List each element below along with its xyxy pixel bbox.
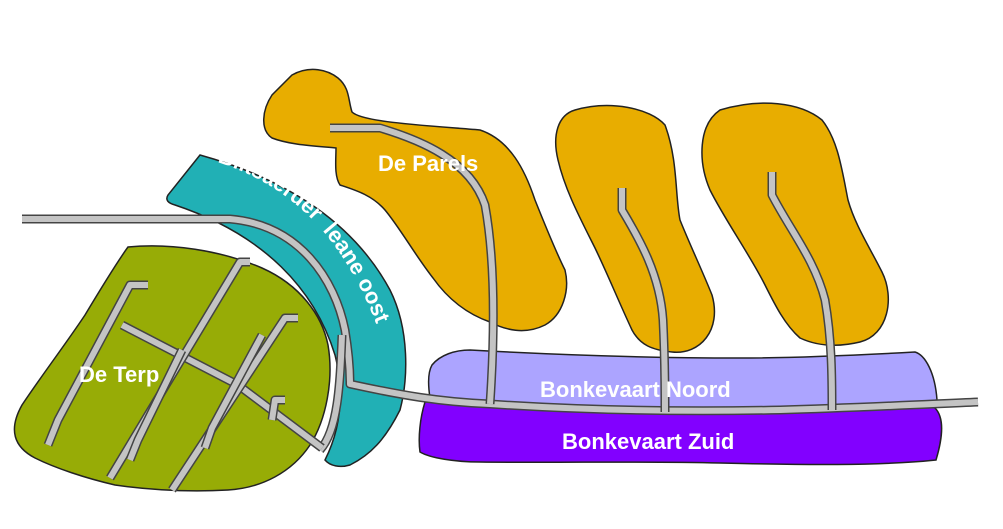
label-de-parels: De Parels [378,151,478,176]
label-bonkevaart-zuid: Bonkevaart Zuid [562,429,734,454]
label-de-terp: De Terp [79,362,159,387]
area-blitsaerder-leane-oost [166,154,407,468]
road-network [22,123,979,493]
area-de-parels-east [701,102,890,346]
label-bonkevaart-noord: Bonkevaart Noord [540,377,731,402]
